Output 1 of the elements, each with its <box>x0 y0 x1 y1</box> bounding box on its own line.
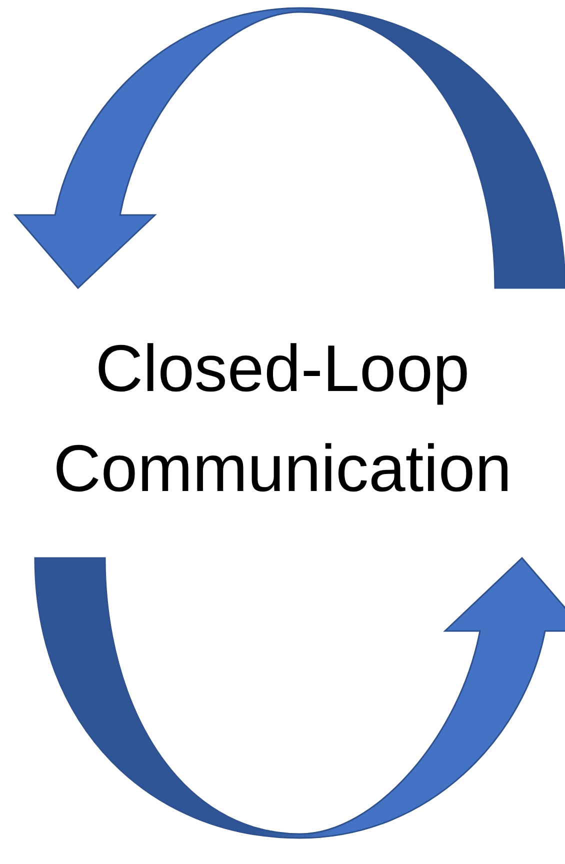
diagram-title: Closed-Loop Communication <box>52 330 513 507</box>
